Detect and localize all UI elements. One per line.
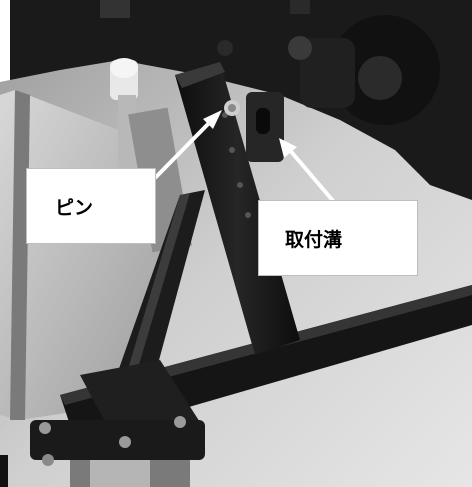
pin-bolt	[224, 100, 240, 116]
diagonal-brace	[115, 190, 205, 380]
mounting-bracket	[246, 92, 284, 162]
slot-arrow	[279, 138, 336, 204]
base-plate	[30, 360, 205, 487]
pin-label-text: ピン	[55, 196, 94, 219]
vertical-post	[175, 62, 300, 355]
mounting-slot-label: 取付溝	[258, 200, 418, 276]
pin-arrow	[153, 110, 222, 180]
mounting-slot-label-text: 取付溝	[285, 228, 343, 251]
pin-label: ピン	[26, 168, 156, 244]
upper-housing	[0, 0, 472, 200]
